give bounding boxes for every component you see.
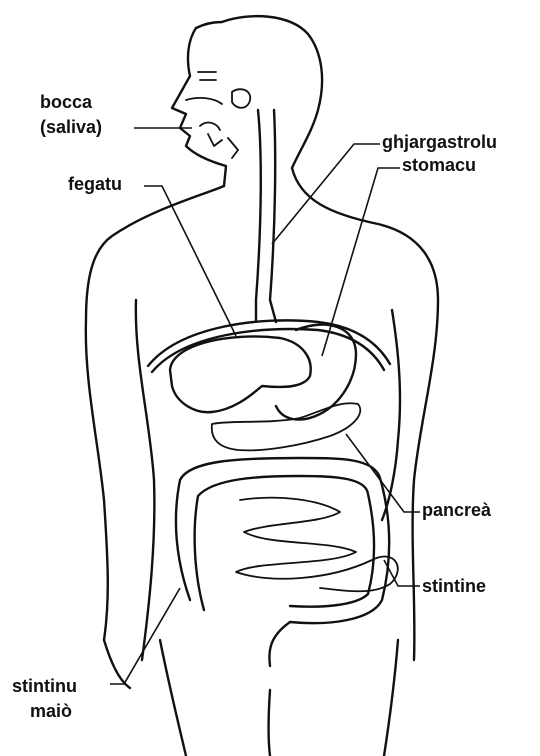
leader-stintinu [110,588,180,684]
label-fegatu: fegatu [68,174,122,195]
leader-pancrea [346,434,420,512]
leader-fegatu [144,186,236,336]
label-stomacu: stomacu [402,155,476,176]
label-pancrea: pancreà [422,500,491,521]
leader-stintine [384,560,420,586]
label-maio: maiò [30,701,72,722]
label-ghjargastrolu: ghjargastrolu [382,132,497,153]
leader-ghjargastrolu [272,144,380,244]
leader-stomacu [322,168,400,356]
label-saliva: (saliva) [40,117,102,138]
label-stintinu: stintinu [12,676,77,697]
label-stintine: stintine [422,576,486,597]
label-bocca: bocca [40,92,92,113]
